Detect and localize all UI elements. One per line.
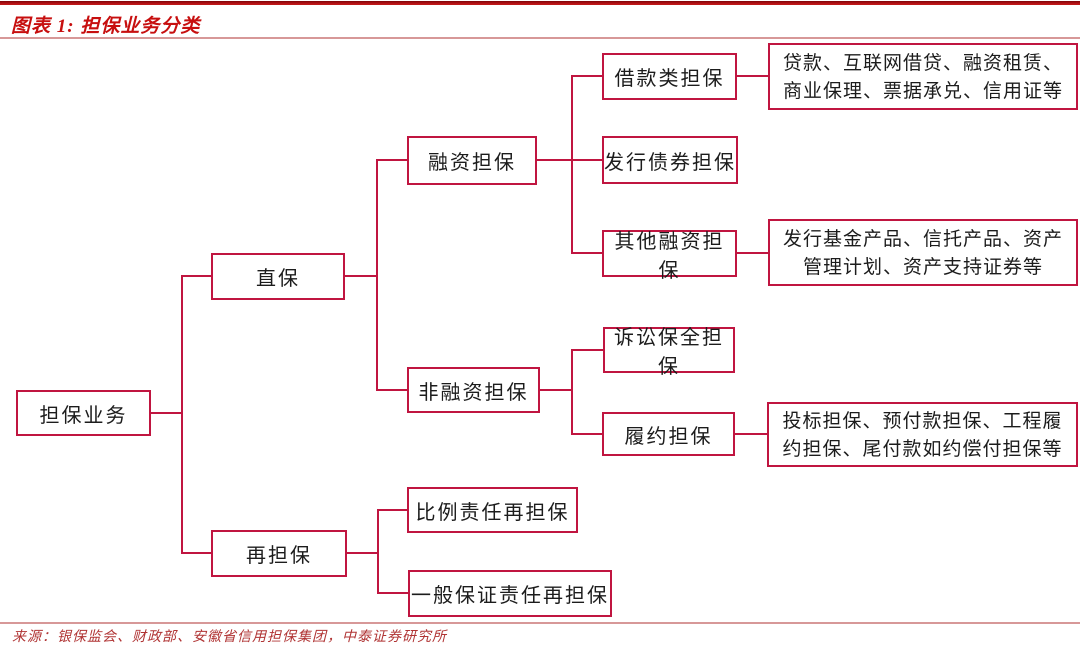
connector-h-loan [571,75,602,77]
connector-h-direct-guarantee [181,275,211,277]
node-direct-guarantee: 直保 [211,253,345,300]
node-other-financing-guarantee: 其他融资担保 [602,229,737,282]
connector-h-re-guarantee [181,552,211,554]
footer-rule [0,622,1080,624]
connector-h-direct-out [345,275,376,277]
connector-h-financing [376,159,407,161]
node-re-guarantee: 再担保 [211,530,347,577]
connector-h-root [151,412,181,414]
connector-h-non-financing [376,389,407,391]
detail-performance-guarantee: 投标担保、预付款担保、工程履约担保、尾付款如约偿付担保等 [767,402,1078,467]
detail-other-financing-guarantee: 发行基金产品、信托产品、资产管理计划、资产支持证券等 [768,219,1078,286]
connector-h-litigation [571,349,603,351]
connector-h-other-financing-detail [737,252,768,254]
connector-h-non-financing-out [540,389,571,391]
connector-h-loan-detail [737,75,768,77]
connector-h-other-financing [571,252,602,254]
connector-v-root-children [181,275,183,554]
detail-loan-guarantee: 贷款、互联网借贷、融资租赁、商业保理、票据承兑、信用证等 [768,43,1078,110]
node-financing-guarantee: 融资担保 [407,136,537,185]
top-rule [0,1,1080,5]
connector-v-financing-children [571,75,573,254]
connector-v-non-financing-children [571,349,573,435]
node-bond-issuance-guarantee: 发行债券担保 [602,136,738,184]
connector-h-re-guarantee-out [347,552,377,554]
node-non-financing-guarantee: 非融资担保 [407,367,540,413]
node-proportional-liability-re-guarantee: 比例责任再担保 [407,487,578,533]
node-litigation-preservation-guarantee: 诉讼保全担保 [603,325,735,378]
node-performance-guarantee: 履约担保 [602,412,735,456]
connector-h-performance-detail [735,433,767,435]
connector-v-re-guarantee-children [377,509,379,594]
connector-h-proportional [377,509,407,511]
connector-h-general [377,592,408,594]
chart-title: 图表 1: 担保业务分类 [11,16,201,37]
title-underline-rule [0,37,1080,39]
connector-h-bond [571,159,602,161]
node-guarantee-business: 担保业务 [16,390,151,436]
connector-v-direct-children [376,159,378,391]
connector-h-performance [571,433,602,435]
node-loan-guarantee: 借款类担保 [602,53,737,100]
connector-h-financing-out [537,159,571,161]
source-note: 来源：银保监会、财政部、安徽省信用担保集团，中泰证券研究所 [12,629,447,645]
node-general-liability-re-guarantee: 一般保证责任再担保 [408,570,612,617]
